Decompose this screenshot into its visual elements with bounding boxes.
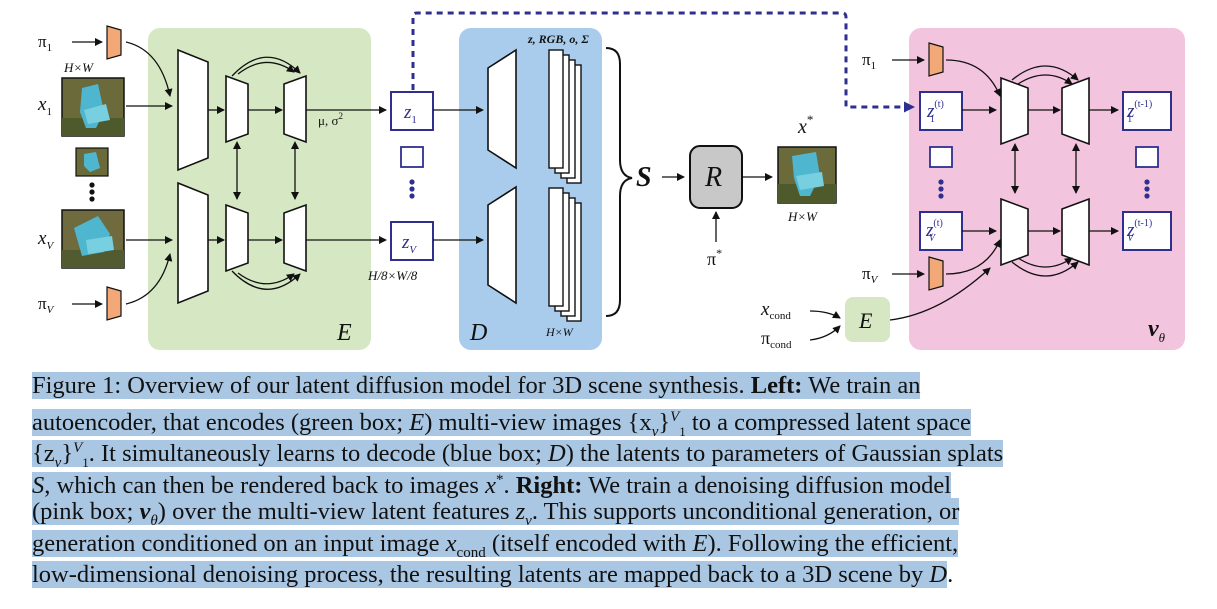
cond-encoder-box (845, 297, 890, 342)
label-output-res: H×W (787, 209, 818, 224)
latent-box-z1 (390, 91, 434, 131)
label-xV: xV (37, 228, 54, 252)
ellipsis-left (89, 182, 95, 202)
encoder-trapezoid-3-bottom (283, 203, 307, 273)
label-splats-S: S (636, 162, 652, 193)
label-renderer-R: R (704, 162, 722, 193)
enc-skip-bottom-2 (231, 270, 301, 290)
encoder-trapezoid-1-bottom (177, 181, 209, 305)
caption-line-4: S, which can then be rendered back to im… (32, 471, 952, 499)
label-x1: x1 (37, 94, 52, 118)
label-pi1-right: π1 (862, 50, 876, 72)
ellipsis-latents (409, 179, 415, 199)
latent-box-z1t1 (1122, 91, 1172, 131)
camera-icon-piV-left (106, 286, 122, 321)
decoder-trapezoid-top (487, 48, 517, 170)
label-z1t1: z(t-1)1 (1126, 99, 1152, 125)
ellipsis-latents-t1 (1144, 179, 1150, 199)
splat-param-stack-bottom (548, 187, 582, 322)
camera-icon-pi1-right (928, 42, 944, 77)
enc-skip-bottom-1 (237, 272, 295, 285)
caption-line-7: low-dimensional denoising process, the r… (32, 561, 954, 588)
encoder-trapezoid-3-top (283, 74, 307, 144)
denoiser-panel (909, 28, 1185, 350)
caption-line-6: generation conditioned on an input image… (32, 529, 959, 561)
label-decoder-res: H×W (545, 325, 574, 339)
label-z1t: z(t)1 (926, 99, 944, 125)
camera-icon-piV-right (928, 256, 944, 291)
camera-icon-pi1-left (106, 25, 122, 60)
label-piV-left: πV (38, 294, 55, 316)
splat-param-stack-top (548, 49, 582, 184)
splat-brace (605, 47, 633, 317)
label-zVt: z(t)V (925, 218, 943, 244)
latent-box-mid-t1 (1135, 146, 1159, 168)
label-mu-sigma: μ, σ2 (318, 111, 343, 128)
denoiser-trapezoid-1-bottom (1000, 197, 1029, 267)
caption-line-3: {zv}V1. It simultaneously learns to deco… (32, 440, 1004, 472)
label-x-star: x* (797, 112, 813, 138)
input-image-x1 (61, 77, 125, 137)
denoiser-trapezoid-2-top (1061, 76, 1090, 146)
architecture-figure: π1 πV x1 xV H×W E μ, σ2 z1 zV H/8×W/8 D … (37, 11, 1185, 351)
caption-line-5: (pink box; vθ) over the multi-view laten… (32, 498, 960, 529)
latent-box-mid-t (929, 146, 953, 168)
output-image-x-star (777, 146, 837, 204)
encoder-trapezoid-2-top (225, 74, 249, 144)
dashed-latent-connector (411, 11, 915, 113)
den-skip-top-2 (1011, 65, 1079, 81)
arrow-picond-E (809, 325, 841, 341)
label-cond-encoder-E: E (858, 308, 873, 333)
label-zVt1: z(t-1)V (1126, 218, 1152, 244)
denoiser-trapezoid-1-top (1000, 76, 1029, 146)
den-skip-bottom-2 (1011, 261, 1079, 277)
latent-box-zV (390, 221, 434, 261)
figure-caption: Figure 1: Overview of our latent diffusi… (32, 370, 1192, 591)
label-splat-params: z, RGB, o, Σ (527, 32, 589, 46)
label-pi-cond: πcond (761, 328, 792, 351)
input-image-xV (61, 209, 125, 269)
latent-box-mid (400, 146, 424, 168)
den-skip-bottom-1 (1017, 257, 1073, 268)
encoder-trapezoid-2-bottom (225, 203, 249, 273)
encoder-trapezoid-1-top (177, 48, 209, 172)
label-z1: z1 (403, 102, 417, 126)
label-zV: zV (401, 232, 417, 256)
den-skip-top-1 (1017, 74, 1073, 85)
label-decoder-D: D (469, 320, 487, 346)
latent-box-z1t (919, 91, 963, 131)
label-piV-right: πV (862, 264, 879, 286)
input-image-mid (75, 147, 109, 177)
arrow-camV-encoder (125, 253, 173, 305)
arrow-cam1-encoder (125, 41, 173, 97)
enc-skip-top-1 (237, 61, 295, 75)
label-pi-star: π* (707, 246, 722, 269)
decoder-trapezoid-bottom (487, 185, 517, 305)
caption-line-1: Figure 1: Overview of our latent diffusi… (32, 372, 921, 399)
label-pi1-left: π1 (38, 32, 52, 54)
arrow-cam1-denoiser (945, 59, 1001, 97)
arrow-E-denoiser (889, 267, 991, 321)
caption-line-2: autoencoder, that encodes (green box; E)… (32, 408, 971, 440)
latent-box-zVt1 (1122, 211, 1172, 251)
arrow-xcond-E (809, 310, 841, 319)
label-input-res: H×W (63, 60, 94, 75)
denoiser-trapezoid-2-bottom (1061, 197, 1090, 267)
label-latent-res: H/8×W/8 (367, 268, 418, 283)
ellipsis-latents-t (938, 179, 944, 199)
label-denoiser-v: vθ (1148, 316, 1166, 345)
label-x-cond: xcond (760, 299, 791, 322)
enc-skip-top-2 (231, 56, 301, 77)
arrow-camV-denoiser (945, 239, 1001, 275)
label-encoder-E: E (336, 320, 352, 346)
